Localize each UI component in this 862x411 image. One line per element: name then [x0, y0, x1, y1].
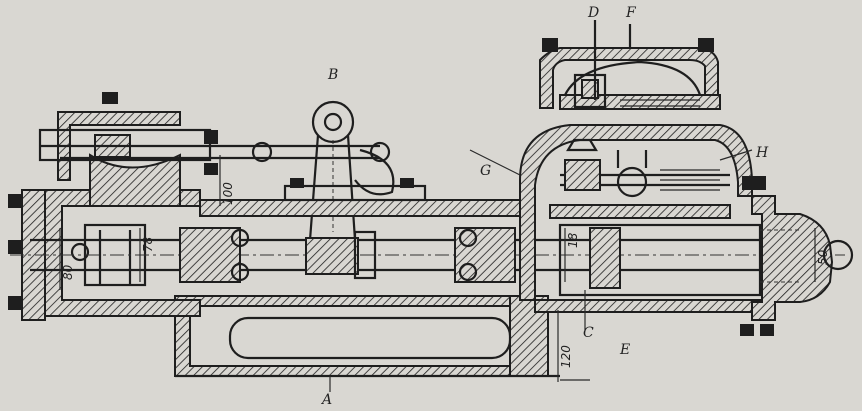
- label-b: B: [327, 67, 338, 83]
- label-f: F: [625, 5, 637, 21]
- dimension-80: 80: [61, 264, 75, 280]
- guide-bar: [199, 178, 521, 217]
- left-cylinder: [21, 111, 212, 321]
- dimension-18: 18: [566, 232, 580, 248]
- dimension-120: 120: [559, 345, 573, 368]
- left-bolts: [8, 92, 218, 310]
- dimension-50: 50: [816, 249, 830, 265]
- label-e: E: [619, 342, 630, 358]
- label-h: H: [755, 145, 769, 161]
- valve-dome: [539, 20, 721, 110]
- base-frame: [174, 295, 590, 381]
- end-cover: [740, 176, 854, 336]
- label-a: A: [320, 392, 332, 408]
- dimension-78: 78: [141, 236, 155, 252]
- dimension-100: 100: [221, 182, 235, 205]
- label-c: C: [583, 325, 594, 341]
- rocker-lever: [305, 100, 377, 280]
- dimension-lines: [59, 149, 816, 392]
- piston-rod: [10, 227, 845, 283]
- label-g: G: [480, 163, 491, 179]
- right-cylinder: [519, 124, 762, 313]
- label-d: D: [587, 5, 599, 21]
